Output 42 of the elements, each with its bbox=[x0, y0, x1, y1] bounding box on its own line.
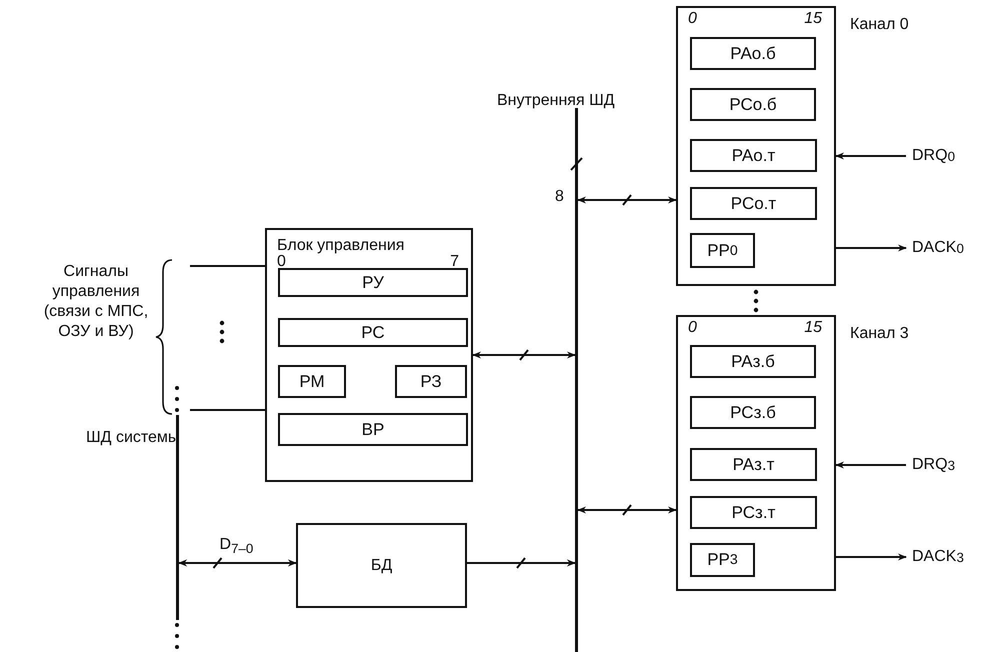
arrow bbox=[836, 553, 907, 561]
arrow bbox=[835, 152, 906, 160]
bit-number: 15 bbox=[804, 320, 822, 336]
register-box: РАз.т bbox=[690, 448, 817, 481]
register-box: РСо.б bbox=[690, 88, 816, 121]
register-box: РАо.т bbox=[690, 139, 817, 172]
arrow bbox=[836, 244, 907, 252]
register-box: РСз.б bbox=[690, 396, 816, 429]
register-box: РАз.б bbox=[690, 345, 816, 378]
arrow bbox=[577, 196, 677, 204]
bit-number: 15 bbox=[804, 11, 822, 27]
register-box: РЗ bbox=[395, 365, 467, 398]
channel-label: Канал 3 bbox=[850, 324, 909, 344]
register-block bbox=[676, 315, 836, 591]
bus-label: Внутренняя ШД bbox=[497, 91, 615, 110]
block-title: Блок управления bbox=[277, 238, 404, 254]
arrow bbox=[472, 351, 576, 359]
register-box: РМ bbox=[278, 365, 346, 398]
bit-number: 7 bbox=[450, 254, 459, 270]
data-bus-line bbox=[575, 108, 578, 652]
arrow bbox=[577, 506, 677, 514]
register-box: РУ bbox=[278, 268, 468, 297]
register-box: РСз.т bbox=[690, 496, 817, 529]
arrow bbox=[178, 559, 297, 567]
register-block bbox=[676, 6, 836, 286]
register-box: ВР bbox=[278, 413, 468, 446]
bit-number: 0 bbox=[277, 254, 286, 270]
data-bus-line bbox=[176, 415, 179, 620]
channel-label: Канал 0 bbox=[850, 15, 909, 34]
arrow bbox=[467, 559, 576, 567]
register-box: РАо.б bbox=[690, 37, 816, 70]
register-box: РСо.т bbox=[690, 187, 817, 220]
control-line bbox=[190, 409, 265, 411]
control-line bbox=[190, 265, 265, 267]
register-block bbox=[265, 228, 473, 482]
buffer-box: БД bbox=[296, 523, 467, 608]
signal-group-label: Сигналы управления (связи с МПС, ОЗУ и ВУ) bbox=[42, 262, 150, 342]
bus-width-label: 8 bbox=[555, 187, 564, 206]
register-box: РС bbox=[278, 318, 468, 347]
bit-number: 0 bbox=[688, 11, 697, 27]
arrow bbox=[835, 461, 906, 469]
bit-number: 0 bbox=[688, 320, 697, 336]
